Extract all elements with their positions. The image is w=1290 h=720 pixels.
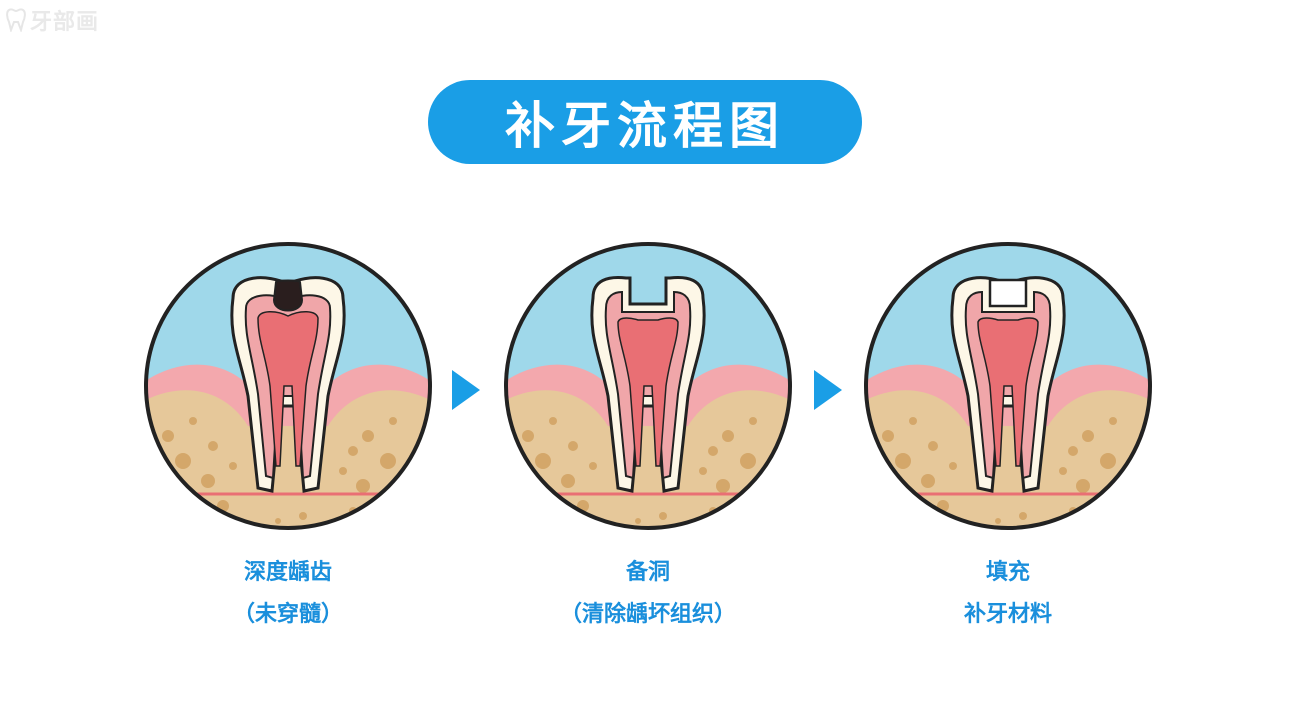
step-title: 备洞 bbox=[625, 560, 670, 585]
step-cavity-preparation: 备洞 （清除龋坏组织） bbox=[498, 236, 798, 627]
tooth-logo-icon bbox=[6, 8, 26, 32]
step-subtitle: （未穿髓） bbox=[232, 602, 343, 627]
play-triangle-icon bbox=[452, 370, 480, 410]
tooth-illustration bbox=[504, 242, 792, 530]
play-triangle-icon bbox=[814, 370, 842, 410]
watermark: 牙部画 bbox=[6, 4, 99, 36]
tooth-illustration bbox=[864, 242, 1152, 530]
step-caption: 填充 补牙材料 bbox=[858, 552, 1158, 636]
step-caption: 深度龋齿 （未穿髓） bbox=[138, 552, 438, 636]
tooth-illustration bbox=[144, 242, 432, 530]
watermark-text: 牙部画 bbox=[30, 10, 100, 35]
title-banner: 补牙流程图 bbox=[428, 80, 862, 164]
step-subtitle: 补牙材料 bbox=[963, 602, 1052, 627]
step-deep-caries: 深度龋齿 （未穿髓） bbox=[138, 236, 438, 627]
page-title: 补牙流程图 bbox=[505, 97, 785, 155]
step-caption: 备洞 （清除龋坏组织） bbox=[498, 552, 798, 636]
step-title: 填充 bbox=[985, 560, 1030, 585]
step-title: 深度龋齿 bbox=[243, 560, 332, 585]
step-filling: 填充 补牙材料 bbox=[858, 236, 1158, 627]
step-subtitle: （清除龋坏组织） bbox=[559, 602, 736, 627]
